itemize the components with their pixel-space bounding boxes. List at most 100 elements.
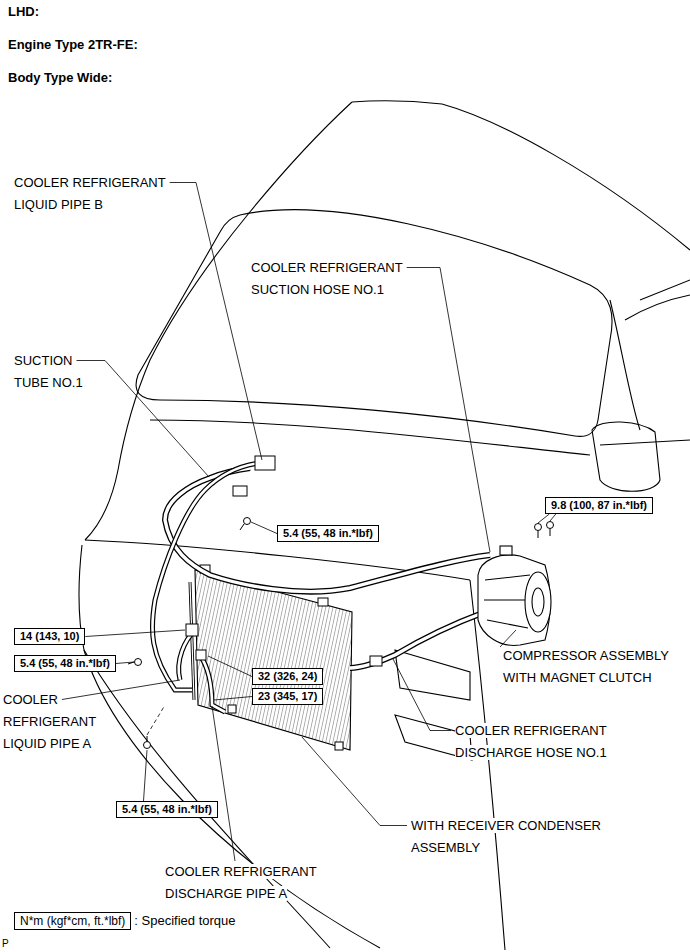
refrigerant-pipes-part xyxy=(179,630,195,680)
page-code: P xyxy=(2,938,9,949)
van-body-outline-part xyxy=(395,650,470,700)
leader-line xyxy=(538,514,549,523)
header-text: Engine Type 2TR-FE: xyxy=(8,37,138,52)
bolt-symbols-part xyxy=(535,524,542,531)
torque-value: 14 (143, 10) xyxy=(14,628,85,645)
leader-line xyxy=(170,183,262,461)
part-name-holder: SUCTION TUBE NO.1 xyxy=(14,350,92,394)
torque-value: 5.4 (55, 48 in.*lbf) xyxy=(277,525,379,542)
legend-sample-box: N*m (kgf*cm, ft.*lbf) xyxy=(14,912,131,930)
refrigerant-pipes-part xyxy=(152,462,275,690)
header-text-holder: Engine Type 2TR-FE: xyxy=(8,36,138,54)
part-name: SUCTION TUBE NO.1 xyxy=(14,353,83,390)
torque-text: 9.8 (100, 87 in.*lbf) xyxy=(551,499,647,512)
van-body-outline-part xyxy=(150,420,590,455)
header-text: Body Type Wide: xyxy=(8,70,112,85)
part-name-holder: COOLER REFRIGERANT DISCHARGE PIPE A xyxy=(165,861,335,905)
compressor-illustration-part xyxy=(500,546,512,555)
torque-text: 5.4 (55, 48 in.*lbf) xyxy=(20,657,110,670)
bolt-symbols xyxy=(128,518,554,749)
part-name-holder: COOLER REFRIGERANT SUCTION HOSE NO.1 xyxy=(251,257,421,301)
part-name-holder: COOLER REFRIGERANT LIQUID PIPE B xyxy=(14,172,184,216)
refrigerant-pipes-part xyxy=(179,630,195,680)
part-name: COOLER REFRIGERANT SUCTION HOSE NO.1 xyxy=(251,260,403,297)
torque-value: 9.8 (100, 87 in.*lbf) xyxy=(545,497,653,514)
refrigerant-pipes-part xyxy=(200,655,225,712)
header-text-holder: Body Type Wide: xyxy=(8,69,112,87)
torque-value: 32 (326, 24) xyxy=(252,668,323,685)
leader-line xyxy=(77,361,210,478)
leader-line xyxy=(208,656,252,677)
condenser-illustration-part xyxy=(228,705,236,713)
condenser-illustration-part xyxy=(195,570,352,750)
refrigerant-pipes-part xyxy=(350,612,485,668)
torque-text: 14 (143, 10) xyxy=(20,630,79,643)
torque-text: 23 (345, 17) xyxy=(258,690,317,703)
bolt-symbols-part xyxy=(550,529,551,536)
part-name: COMPRESSOR ASSEMBLY WITH MAGNET CLUTCH xyxy=(503,648,669,685)
bolt-axis-line xyxy=(147,705,165,735)
van-body-outline-part xyxy=(79,545,380,948)
part-name: COOLER REFRIGERANT DISCHARGE HOSE NO.1 xyxy=(455,723,607,760)
bolt-symbols-part xyxy=(244,518,251,525)
refrigerant-pipes-part xyxy=(152,462,275,690)
leader-line xyxy=(144,750,147,801)
part-name-holder: WITH RECEIVER CONDENSER ASSEMBLY xyxy=(411,815,616,859)
leader-line xyxy=(62,680,180,700)
van-body-outline xyxy=(79,101,690,950)
bolt-symbols-part xyxy=(147,736,148,741)
van-body-outline-part xyxy=(625,295,690,320)
refrigerant-pipes xyxy=(152,456,490,712)
torque-text: N*m (kgf*cm, ft.*lbf) xyxy=(20,914,125,928)
refrigerant-pipes-part xyxy=(255,456,275,470)
bolt-symbols-part xyxy=(144,742,151,749)
torque-value: 5.4 (55, 48 in.*lbf) xyxy=(116,801,218,818)
van-body-outline-part xyxy=(592,422,660,491)
condenser-illustration-part xyxy=(190,582,194,700)
part-name: COOLER REFRIGERANT LIQUID PIPE B xyxy=(14,175,166,212)
leader-line xyxy=(407,268,490,553)
legend-text: : Specified torque xyxy=(134,913,235,929)
condenser-illustration-part xyxy=(318,598,328,606)
header-text-holder: LHD: xyxy=(8,3,39,21)
compressor-illustration xyxy=(478,546,551,645)
torque-text: 32 (326, 24) xyxy=(258,670,317,683)
bolt-symbols-part xyxy=(135,659,142,666)
part-name: WITH RECEIVER CONDENSER ASSEMBLY xyxy=(411,818,601,855)
leader-line xyxy=(85,630,185,637)
torque-text: 5.4 (55, 48 in.*lbf) xyxy=(122,803,212,816)
refrigerant-pipes-part xyxy=(165,468,490,592)
page-code-holder: P xyxy=(2,938,9,950)
refrigerant-pipes-part xyxy=(370,656,382,666)
refrigerant-pipes-part xyxy=(233,486,247,496)
leader-line xyxy=(393,659,451,731)
part-name-holder: COOLER REFRIGERANT LIQUID PIPE A xyxy=(3,689,108,755)
condenser-illustration-part xyxy=(335,742,343,750)
van-body-outline-part xyxy=(352,101,442,104)
part-name: COOLER REFRIGERANT DISCHARGE PIPE A xyxy=(165,864,317,901)
part-name: COOLER REFRIGERANT LIQUID PIPE A xyxy=(3,692,96,751)
leader-line xyxy=(251,522,277,534)
header-text: LHD: xyxy=(8,4,39,19)
refrigerant-pipes-part xyxy=(186,624,198,636)
torque-value: 23 (345, 17) xyxy=(252,688,323,705)
compressor-illustration-part xyxy=(484,575,530,628)
bolt-symbols-part xyxy=(538,531,539,538)
refrigerant-pipes-part xyxy=(200,655,225,712)
part-name-holder: COOLER REFRIGERANT DISCHARGE HOSE NO.1 xyxy=(455,720,625,764)
bolt-symbols-part xyxy=(547,522,554,529)
torque-value: 5.4 (55, 48 in.*lbf) xyxy=(14,655,116,672)
refrigerant-pipes-part xyxy=(350,612,485,668)
bolt-symbols-part xyxy=(240,524,244,530)
van-body-outline-part xyxy=(85,470,118,540)
leader-line xyxy=(214,697,252,701)
compressor-illustration-part xyxy=(532,588,544,616)
van-body-outline-part xyxy=(136,210,612,437)
torque-text: 5.4 (55, 48 in.*lbf) xyxy=(283,527,373,540)
compressor-illustration-part xyxy=(525,572,551,632)
leader-line xyxy=(500,630,516,647)
part-name-holder: COMPRESSOR ASSEMBLY WITH MAGNET CLUTCH xyxy=(503,645,683,689)
condenser-illustration-part xyxy=(190,582,194,700)
